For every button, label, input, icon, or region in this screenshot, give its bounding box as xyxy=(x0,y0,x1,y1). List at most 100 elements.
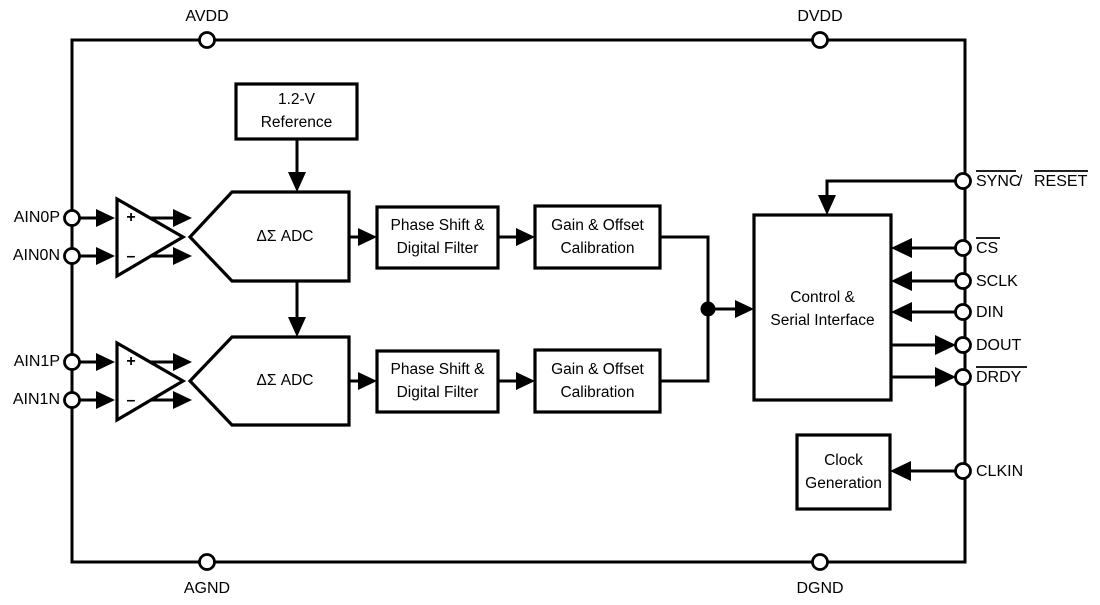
pin-terminal-cs[interactable] xyxy=(954,239,972,257)
pin-cs[interactable]: CS xyxy=(891,237,1000,258)
block-reference[interactable]: 1.2-V Reference xyxy=(234,82,359,141)
pin-terminal-avdd[interactable] xyxy=(198,31,216,49)
pin-terminal-sclk[interactable] xyxy=(954,272,972,290)
pin-ain1n[interactable]: AIN1N xyxy=(13,391,115,409)
arrow-head-bus-control xyxy=(735,300,754,318)
pin-terminal-ain0n[interactable] xyxy=(63,247,81,265)
block-adc-1-shape[interactable] xyxy=(187,335,351,427)
block-control-line2: Serial Interface xyxy=(770,312,874,329)
block-reference-box[interactable] xyxy=(234,82,359,141)
block-calibration-1[interactable]: Gain & Offset Calibration xyxy=(533,348,662,414)
pin-label-drdy: DRDY xyxy=(976,369,1022,386)
pin-terminal-drdy[interactable] xyxy=(954,368,972,386)
pin-label-dout: DOUT xyxy=(976,337,1022,354)
block-adc-1[interactable]: ΔΣ ADC xyxy=(187,335,351,427)
block-filter-1-line2: Digital Filter xyxy=(397,384,479,401)
pin-label-separator: / xyxy=(1018,173,1023,190)
arrow-head-adc0-adc1 xyxy=(288,317,306,337)
pin-terminal-din[interactable] xyxy=(954,303,972,321)
arrow-head-ain0p xyxy=(96,209,115,227)
pin-terminal-sync-reset[interactable] xyxy=(954,172,972,190)
block-control-serial-interface[interactable]: Control & Serial Interface xyxy=(752,213,893,402)
arrow-head-amp1-out-n xyxy=(173,391,192,409)
arrow-head-cs xyxy=(891,238,912,258)
pin-ain1p[interactable]: AIN1P xyxy=(14,353,115,371)
block-adc-1-label: ΔΣ ADC xyxy=(257,372,314,389)
arrow-head-sclk xyxy=(891,271,912,291)
arrow-head-filter0-cal0 xyxy=(516,228,535,246)
arrow-head-sync-reset xyxy=(818,195,836,215)
wire-calibration-bus-to-control xyxy=(660,235,754,383)
arrow-head-adc1-filter1 xyxy=(358,372,377,390)
block-clock-line1: Clock xyxy=(824,452,863,469)
block-calibration-0-line1: Gain & Offset xyxy=(551,217,644,234)
pin-ain0p[interactable]: AIN0P xyxy=(14,209,115,227)
wire-adc0-to-adc1 xyxy=(288,281,306,337)
block-control-box[interactable] xyxy=(752,213,893,402)
block-filter-0-box[interactable] xyxy=(375,205,500,270)
amplifier-1[interactable]: + – xyxy=(115,340,192,423)
pin-label-din: DIN xyxy=(976,304,1004,321)
rail-agnd[interactable]: AGND xyxy=(184,553,230,598)
rail-label-dvdd: DVDD xyxy=(797,8,842,25)
pin-label-ain1p: AIN1P xyxy=(14,353,60,370)
amplifier-0-plus-sign: + xyxy=(126,209,135,226)
arrow-head-amp1-out-p xyxy=(173,353,192,371)
block-calibration-0-box[interactable] xyxy=(533,204,662,270)
pin-label-sync: SYNC xyxy=(976,173,1020,190)
rail-dvdd[interactable]: DVDD xyxy=(797,8,843,49)
rail-label-agnd: AGND xyxy=(184,580,230,597)
device-boundary xyxy=(70,38,967,564)
pin-terminal-dvdd[interactable] xyxy=(811,31,829,49)
rail-dgnd[interactable]: DGND xyxy=(796,553,844,598)
arrow-head-clkin xyxy=(890,461,911,481)
block-filter-0[interactable]: Phase Shift & Digital Filter xyxy=(375,205,500,270)
amplifier-1-minus-sign: – xyxy=(127,392,136,409)
pin-label-clkin: CLKIN xyxy=(976,463,1023,480)
wire-adc1-to-filter1 xyxy=(349,372,377,390)
pin-sync-reset[interactable]: SYNC / RESET xyxy=(818,170,1088,215)
block-calibration-1-line2: Calibration xyxy=(560,384,634,401)
wire-filter0-to-cal0 xyxy=(498,228,535,246)
block-adc-0[interactable]: ΔΣ ADC xyxy=(187,190,351,283)
block-clock-generation[interactable]: Clock Generation xyxy=(795,433,892,511)
pin-din[interactable]: DIN xyxy=(891,302,1004,322)
block-adc-0-shape[interactable] xyxy=(187,190,351,283)
arrow-head-ain1n xyxy=(96,391,115,409)
pin-label-sclk: SCLK xyxy=(976,273,1018,290)
wire-filter1-to-cal1 xyxy=(498,372,535,390)
wire-adc0-to-filter0 xyxy=(349,228,377,246)
amplifier-0[interactable]: + – xyxy=(115,196,192,279)
pin-label-ain0n: AIN0N xyxy=(13,247,60,264)
block-clock-box[interactable] xyxy=(795,433,892,511)
rail-avdd[interactable]: AVDD xyxy=(185,8,229,49)
arrow-head-reference-adc0 xyxy=(288,172,306,192)
pin-dout[interactable]: DOUT xyxy=(891,335,1022,355)
pin-terminal-ain1p[interactable] xyxy=(63,353,81,371)
wire-reference-to-adc0 xyxy=(288,139,306,192)
arrow-head-amp0-out-p xyxy=(173,209,192,227)
pin-terminal-agnd[interactable] xyxy=(198,553,216,571)
pin-clkin[interactable]: CLKIN xyxy=(890,461,1023,481)
arrow-head-adc0-filter0 xyxy=(358,228,377,246)
block-adc-0-label: ΔΣ ADC xyxy=(257,228,314,245)
amplifier-0-minus-sign: – xyxy=(127,248,136,265)
pin-sclk[interactable]: SCLK xyxy=(891,271,1018,291)
arrow-head-ain0n xyxy=(96,247,115,265)
pin-ain0n[interactable]: AIN0N xyxy=(13,247,115,265)
pin-terminal-dgnd[interactable] xyxy=(811,553,829,571)
block-calibration-1-box[interactable] xyxy=(533,348,662,414)
pin-terminal-ain1n[interactable] xyxy=(63,391,81,409)
pin-terminal-ain0p[interactable] xyxy=(63,209,81,227)
pin-terminal-clkin[interactable] xyxy=(954,462,972,480)
pin-terminal-dout[interactable] xyxy=(954,336,972,354)
block-filter-1[interactable]: Phase Shift & Digital Filter xyxy=(375,349,500,414)
pin-label-ain0p: AIN0P xyxy=(14,209,60,226)
block-calibration-0[interactable]: Gain & Offset Calibration xyxy=(533,204,662,270)
pin-drdy[interactable]: DRDY xyxy=(891,366,1027,387)
rail-label-avdd: AVDD xyxy=(185,8,228,25)
pin-label-ain1n: AIN1N xyxy=(13,391,60,408)
arrow-head-amp0-out-n xyxy=(173,247,192,265)
